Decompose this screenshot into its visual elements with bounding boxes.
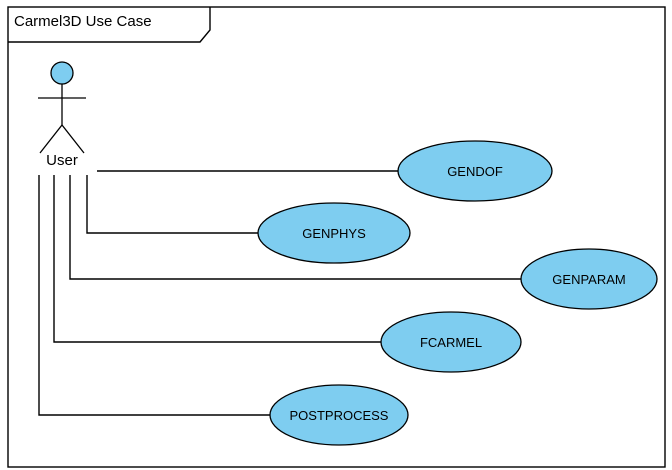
use-case-ellipse	[520, 248, 658, 310]
use-case-genparam[interactable]: GENPARAM	[520, 248, 658, 310]
use-case-label: GENPHYS	[302, 226, 366, 241]
use-case-ellipse	[257, 202, 411, 264]
use-case-label: GENPARAM	[552, 272, 625, 287]
actor-label: User	[46, 152, 78, 169]
frame-title: Carmel3D Use Case	[14, 13, 152, 30]
actor-head	[50, 61, 74, 85]
association-genphys	[86, 175, 258, 234]
actor-right-leg	[61, 124, 85, 154]
use-case-fcarmel[interactable]: FCARMEL	[380, 311, 522, 373]
use-case-genphys[interactable]: GENPHYS	[257, 202, 411, 264]
association-genparam	[69, 175, 521, 280]
use-case-label: GENDOF	[447, 164, 503, 179]
frame-title-tab	[8, 7, 211, 43]
actor-left-leg	[39, 124, 63, 154]
user-actor[interactable]: User	[38, 61, 86, 169]
association-postprocess	[38, 175, 272, 416]
use-case-postprocess[interactable]: POSTPROCESS	[269, 384, 409, 446]
use-case-label: FCARMEL	[420, 335, 482, 350]
use-case-label: POSTPROCESS	[290, 408, 389, 423]
use-case-ellipse	[397, 140, 553, 202]
use-case-gendof[interactable]: GENDOF	[397, 140, 553, 202]
use-case-ellipse	[269, 384, 409, 446]
association-fcarmel	[53, 175, 381, 343]
use-case-ellipse	[380, 311, 522, 373]
